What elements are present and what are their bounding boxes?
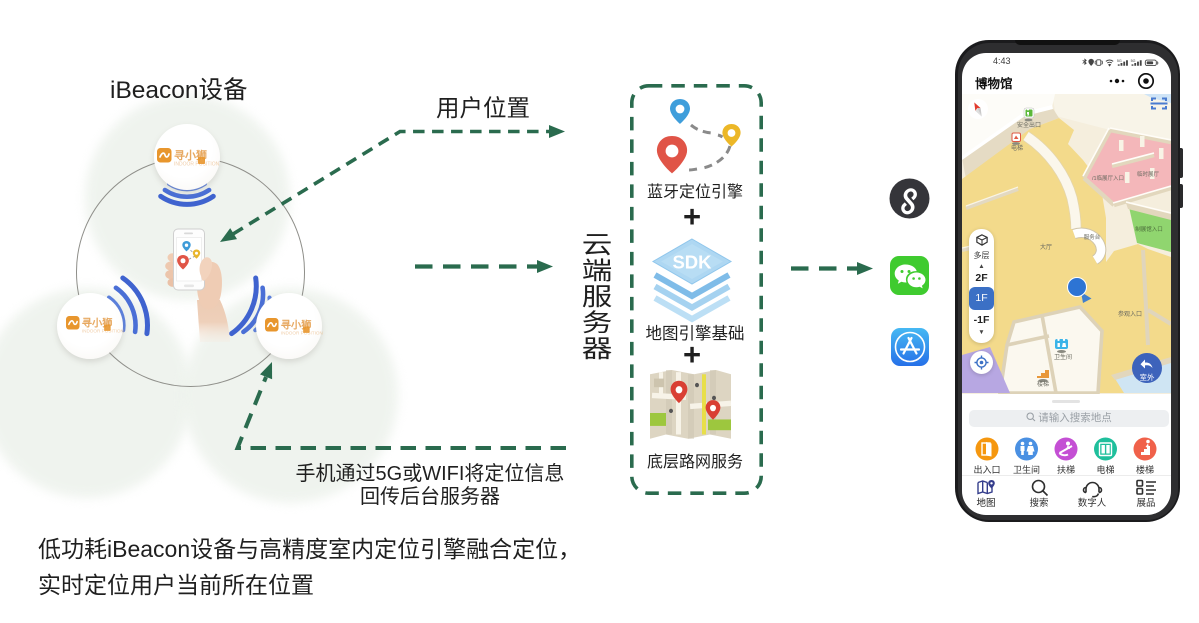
svg-text:5G: 5G [1131, 59, 1136, 63]
svg-text:卫生间: 卫生间 [1013, 464, 1040, 475]
svg-text:地图: 地图 [976, 497, 995, 509]
svg-text:楼梯: 楼梯 [1136, 464, 1154, 475]
svg-text:服务台: 服务台 [1084, 233, 1101, 241]
svg-text:电梯: 电梯 [1011, 144, 1023, 152]
svg-text:楼梯: 楼梯 [1037, 380, 1049, 388]
svg-text:SDK: SDK [672, 252, 712, 273]
svg-text:出入口: 出入口 [973, 464, 1000, 475]
svg-text:5G: 5G [1117, 59, 1122, 63]
svg-text:卫生间: 卫生间 [1054, 353, 1072, 361]
svg-text:安全出口: 安全出口 [1017, 121, 1041, 129]
svg-text:展品: 展品 [1136, 498, 1155, 509]
svg-text:参观入口: 参观入口 [1118, 310, 1142, 318]
svg-text:扶梯: 扶梯 [1057, 464, 1075, 475]
svg-text:电梯: 电梯 [1096, 464, 1114, 475]
svg-text:INDOOR POSITION: INDOOR POSITION [174, 162, 220, 168]
svg-text:临时展厅: 临时展厅 [1137, 170, 1160, 178]
svg-text:制展馆入口: 制展馆入口 [1135, 225, 1163, 233]
svg-text:大厅: 大厅 [1040, 243, 1052, 251]
svg-text:/1临展厅入口: /1临展厅入口 [1092, 174, 1124, 182]
svg-text:搜索: 搜索 [1029, 497, 1048, 509]
svg-text:数字人: 数字人 [1078, 497, 1107, 509]
